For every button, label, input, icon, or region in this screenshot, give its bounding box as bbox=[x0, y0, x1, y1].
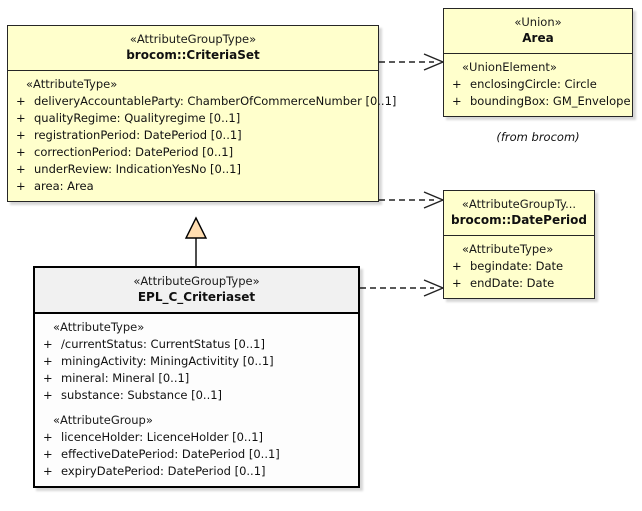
class-name: EPL_C_Criteriaset bbox=[137, 290, 256, 304]
attribute-row[interactable]: + miningActivity: MiningActivitity [0..1… bbox=[39, 353, 354, 370]
class-area[interactable]: «Union» Area «UnionElement» + enclosingC… bbox=[443, 8, 633, 117]
compartment-attributetype: «AttributeType» + begindate: Date + endD… bbox=[444, 236, 594, 298]
attribute-row[interactable]: + licenceHolder: LicenceHolder [0..1] bbox=[39, 429, 354, 446]
attribute-visibility: + bbox=[43, 464, 53, 478]
attribute-visibility: + bbox=[16, 162, 26, 176]
attribute-text: mineral: Mineral [0..1] bbox=[61, 371, 190, 385]
attribute-visibility: + bbox=[452, 94, 462, 108]
attribute-visibility: + bbox=[43, 430, 53, 444]
attribute-text: miningActivity: MiningActivitity [0..1] bbox=[61, 354, 274, 368]
attribute-row[interactable]: + mineral: Mineral [0..1] bbox=[39, 370, 354, 387]
compartment-stereotype: «UnionElement» bbox=[462, 60, 557, 74]
attribute-visibility: + bbox=[43, 354, 53, 368]
attribute-visibility: + bbox=[43, 447, 53, 461]
attribute-visibility: + bbox=[43, 371, 53, 385]
attribute-visibility: + bbox=[452, 259, 462, 273]
attribute-text: effectiveDatePeriod: DatePeriod [0..1] bbox=[61, 447, 280, 461]
attribute-visibility: + bbox=[16, 145, 26, 159]
attribute-row[interactable]: + begindate: Date bbox=[448, 258, 590, 275]
attribute-row[interactable]: + boundingBox: GM_Envelope bbox=[448, 93, 631, 110]
attribute-row[interactable]: + correctionPeriod: DatePeriod [0..1] bbox=[12, 144, 374, 161]
class-stereotype: «Union» bbox=[514, 15, 562, 29]
attribute-row[interactable]: + area: Area bbox=[12, 178, 374, 195]
class-epl-c-criteriaset[interactable]: «AttributeGroupType» EPL_C_Criteriaset «… bbox=[33, 266, 360, 488]
attribute-visibility: + bbox=[16, 179, 26, 193]
attribute-visibility: + bbox=[16, 94, 26, 108]
attribute-visibility: + bbox=[43, 337, 53, 351]
class-stereotype: «AttributeGroupTy... bbox=[461, 197, 577, 211]
attribute-text: underReview: IndicationYesNo [0..1] bbox=[34, 162, 241, 176]
compartment-attributegroup: «AttributeGroup» + licenceHolder: Licenc… bbox=[35, 410, 358, 486]
compartment-attributetype: «AttributeType» + /currentStatus: Curren… bbox=[35, 314, 358, 410]
attribute-text: deliveryAccountableParty: ChamberOfComme… bbox=[34, 94, 397, 108]
class-brocom-dateperiod[interactable]: «AttributeGroupTy... brocom::DatePeriod … bbox=[443, 190, 595, 299]
compartment-stereotype: «AttributeType» bbox=[462, 242, 554, 256]
attribute-text: substance: Substance [0..1] bbox=[61, 388, 223, 402]
attribute-visibility: + bbox=[16, 111, 26, 125]
attribute-row[interactable]: + deliveryAccountableParty: ChamberOfCom… bbox=[12, 93, 396, 110]
class-header-criteriaset: «AttributeGroupType» brocom::CriteriaSet bbox=[8, 26, 378, 71]
compartment-stereotype: «AttributeGroup» bbox=[53, 413, 153, 427]
attribute-text: registrationPeriod: DatePeriod [0..1] bbox=[34, 128, 242, 142]
attribute-text: begindate: Date bbox=[470, 259, 564, 273]
attribute-text: area: Area bbox=[34, 179, 94, 193]
compartment-attributetype: «AttributeType» + deliveryAccountablePar… bbox=[8, 71, 396, 201]
attribute-text: correctionPeriod: DatePeriod [0..1] bbox=[34, 145, 234, 159]
attribute-visibility: + bbox=[16, 128, 26, 142]
attribute-text: expiryDatePeriod: DatePeriod [0..1] bbox=[61, 464, 266, 478]
attribute-text: /currentStatus: CurrentStatus [0..1] bbox=[61, 337, 265, 351]
attribute-visibility: + bbox=[452, 276, 462, 290]
attribute-text: licenceHolder: LicenceHolder [0..1] bbox=[61, 430, 264, 444]
attribute-text: boundingBox: GM_Envelope bbox=[470, 94, 631, 108]
class-name: Area bbox=[522, 31, 554, 45]
attribute-text: enclosingCircle: Circle bbox=[470, 77, 597, 91]
attribute-row[interactable]: + substance: Substance [0..1] bbox=[39, 387, 354, 404]
attribute-row[interactable]: + effectiveDatePeriod: DatePeriod [0..1] bbox=[39, 446, 354, 463]
attribute-row[interactable]: + expiryDatePeriod: DatePeriod [0..1] bbox=[39, 463, 354, 480]
area-package-note: (from brocom) bbox=[496, 130, 580, 144]
compartment-unionelement: «UnionElement» + enclosingCircle: Circle… bbox=[444, 54, 632, 116]
attribute-text: endDate: Date bbox=[470, 276, 555, 290]
class-header-epl-c-criteriaset: «AttributeGroupType» EPL_C_Criteriaset bbox=[35, 268, 358, 314]
compartment-stereotype: «AttributeType» bbox=[26, 77, 118, 91]
attribute-row[interactable]: + endDate: Date bbox=[448, 275, 590, 292]
class-name: brocom::CriteriaSet bbox=[126, 48, 260, 62]
attribute-visibility: + bbox=[43, 388, 53, 402]
attribute-row[interactable]: + qualityRegime: Qualityregime [0..1] bbox=[12, 110, 374, 127]
attribute-row[interactable]: + enclosingCircle: Circle bbox=[448, 76, 628, 93]
class-header-dateperiod: «AttributeGroupTy... brocom::DatePeriod bbox=[444, 191, 594, 236]
attribute-row[interactable]: + underReview: IndicationYesNo [0..1] bbox=[12, 161, 374, 178]
class-stereotype: «AttributeGroupType» bbox=[133, 274, 260, 288]
compartment-stereotype: «AttributeType» bbox=[53, 320, 145, 334]
class-header-area: «Union» Area bbox=[444, 9, 632, 54]
attribute-row[interactable]: + /currentStatus: CurrentStatus [0..1] bbox=[39, 336, 354, 353]
attribute-row[interactable]: + registrationPeriod: DatePeriod [0..1] bbox=[12, 127, 374, 144]
class-brocom-criteriaset[interactable]: «AttributeGroupType» brocom::CriteriaSet… bbox=[7, 25, 396, 202]
attribute-text: qualityRegime: Qualityregime [0..1] bbox=[34, 111, 241, 125]
class-name: brocom::DatePeriod bbox=[451, 213, 587, 227]
attribute-visibility: + bbox=[452, 77, 462, 91]
class-stereotype: «AttributeGroupType» bbox=[129, 32, 257, 46]
